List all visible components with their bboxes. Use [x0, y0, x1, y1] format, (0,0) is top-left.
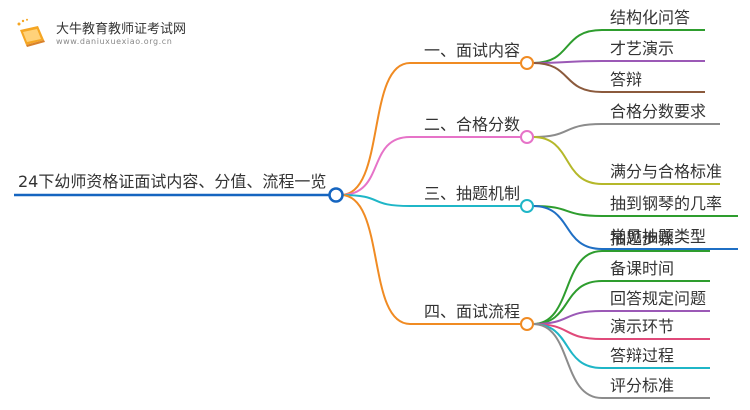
leaf-connector-4-2	[532, 280, 603, 325]
branch-node-2	[520, 130, 534, 144]
leaf-connector-2-1	[532, 123, 603, 138]
leaf-label-3-1: 抽到钢琴的几率	[610, 194, 723, 213]
branch-label-3: 三、抽题机制	[424, 184, 521, 203]
leaf-label-4-4: 演示环节	[610, 317, 675, 336]
leaf-label-4-3: 回答规定问题	[610, 289, 707, 308]
branch-node-4	[520, 317, 534, 331]
leaf-connector-2-2	[532, 136, 603, 185]
logo-site-name: 大牛教育教师证考试网	[56, 22, 187, 37]
leaf-label-2-1: 合格分数要求	[610, 102, 707, 121]
leaf-label-4-5: 答辩过程	[610, 346, 675, 365]
leaf-connector-1-1	[532, 29, 603, 64]
site-logo: 大牛教育教师证考试网 www.daniuxuexiao.org.cn	[14, 16, 214, 56]
leaf-connector-3-2	[532, 205, 603, 250]
root-node	[328, 187, 344, 203]
leaf-label-1-3: 答辩	[610, 70, 643, 89]
branch-connector-2	[340, 136, 411, 196]
root-topic-label: 24下幼师资格证面试内容、分值、流程一览	[18, 172, 327, 191]
book-logo-icon	[17, 18, 45, 47]
branch-node-1	[520, 56, 534, 70]
branch-node-3	[520, 199, 534, 213]
connector-lines	[14, 29, 738, 399]
leaf-label-4-6: 评分标准	[610, 376, 675, 395]
branch-connector-4	[340, 194, 411, 325]
leaf-label-2-2: 满分与合格标准	[610, 162, 723, 181]
leaf-label-1-1: 结构化问答	[610, 8, 691, 27]
branch-label-1: 一、面试内容	[424, 41, 521, 60]
branch-label-2: 二、合格分数	[424, 115, 521, 134]
branch-label-4: 四、面试流程	[424, 302, 521, 321]
leaf-label-4-2: 备课时间	[610, 259, 675, 278]
leaf-connector-1-3	[532, 62, 603, 93]
leaf-connector-4-1	[532, 250, 603, 325]
branch-connector-3	[340, 194, 411, 207]
leaf-connector-4-6	[532, 323, 603, 399]
branch-connector-1	[340, 62, 411, 196]
leaf-label-4-1: 抽题步骤	[610, 229, 675, 248]
node-markers	[328, 56, 534, 331]
leaf-label-3-2: 常见抽题类型	[610, 227, 707, 246]
logo-site-url: www.daniuxuexiao.org.cn	[56, 37, 173, 46]
leaf-label-1-2: 才艺演示	[610, 39, 675, 58]
